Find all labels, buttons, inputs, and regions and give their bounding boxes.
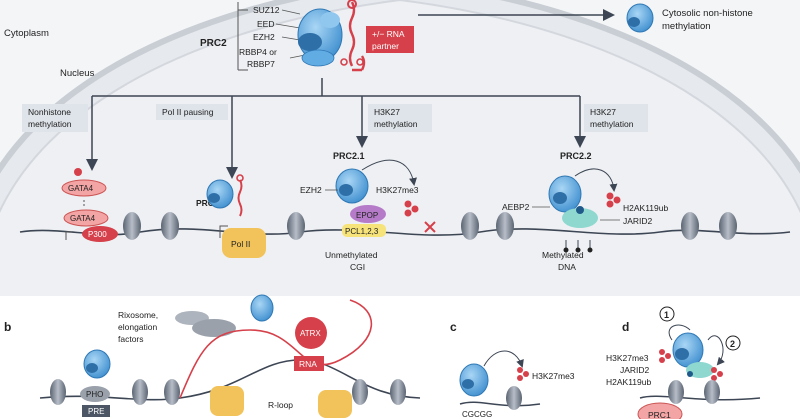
- pol2-b-left: [210, 386, 244, 416]
- nonhistone-line2: methylation: [28, 119, 72, 129]
- h3k27-box-b: [584, 104, 648, 132]
- nucleosome-c: [506, 386, 522, 410]
- gata4-top-label: GATA4: [68, 184, 94, 193]
- pho-label: PHO: [86, 390, 103, 399]
- unmethylated-line1: Unmethylated: [325, 250, 378, 260]
- nonhistone-box: [22, 104, 88, 132]
- h3k27me3-label-c: H3K27me3: [532, 371, 575, 381]
- pcl-label: PCL1,2,3: [345, 227, 379, 236]
- h3k27-a-line1: H3K27: [374, 107, 400, 117]
- subunit-rbbp7: RBBP7: [247, 59, 275, 69]
- panel-d-letter: d: [622, 320, 629, 334]
- prc2-label: PRC2: [200, 38, 227, 49]
- gata4-stack: GATA4 GATA4 P300: [61, 168, 118, 242]
- unmethylated-line2: CGI: [350, 262, 365, 272]
- pol2-pausing-label: Pol II pausing: [162, 107, 214, 117]
- methylated-line2: DNA: [558, 262, 576, 272]
- methylated-line1: Methylated: [542, 250, 584, 260]
- prc1-shape: [637, 402, 683, 419]
- atrx-label: ATRX: [300, 329, 321, 338]
- p300-label: P300: [88, 230, 107, 239]
- prc21-label: PRC2.1: [333, 151, 365, 161]
- pol2-b-right: [318, 390, 352, 418]
- jarid2-label-a: JARID2: [623, 216, 653, 226]
- cytosolic-label-line2: methylation: [662, 21, 711, 32]
- subunit-ezh2: EZH2: [253, 32, 275, 42]
- step1-circle: [659, 306, 675, 322]
- prc22-group: PRC2.2 AEBP2 H2AK119ub JARID2 Methylated…: [502, 151, 668, 272]
- nucleosome-d2: [704, 380, 720, 404]
- rna-partner-line2: partner: [372, 41, 399, 51]
- branch-tree: [86, 78, 586, 179]
- ezh2-label: EZH2: [300, 185, 322, 195]
- prc2-complex-top: PRC2 SUZ12 EED EZH2 RBBP4 or RBBP7: [200, 2, 343, 71]
- h2ak119ub-label-d: H2AK119ub: [606, 377, 651, 387]
- prc2-b-complex: [83, 294, 274, 379]
- dna-strand-c: [459, 401, 541, 407]
- step2-label: 2: [730, 339, 735, 349]
- nucleosomes-b: [50, 379, 406, 405]
- h2ak119ub-label-a: H2AK119ub: [623, 203, 668, 213]
- pre-box: [82, 405, 110, 417]
- nucleosomes-a: [123, 212, 737, 240]
- dna-strand-d: [639, 395, 761, 401]
- pol2-pausing-box: [156, 104, 228, 120]
- dna-strand-b: [39, 359, 421, 401]
- subunit-rbbp4: RBBP4 or: [239, 47, 277, 57]
- rloop-label: R-loop: [268, 400, 293, 410]
- step1-label: 1: [664, 310, 669, 320]
- jarid2-label-d: JARID2: [620, 365, 650, 375]
- h3k27-box-a: [368, 104, 432, 132]
- prc2-d-complex: [672, 332, 714, 378]
- pol2-group: PRC2 Pol II: [196, 174, 266, 258]
- cytosolic-label-line1: Cytosolic non-histone: [662, 8, 753, 19]
- rna-box: [294, 356, 324, 371]
- cytosolic-complex: [626, 3, 654, 33]
- subunit-eed: EED: [257, 19, 274, 29]
- rixosome-shapes: [175, 311, 236, 337]
- rna-partner-top: +/− RNA partner: [340, 0, 414, 72]
- prc2-c-complex: [459, 363, 489, 397]
- atrx-blob: [295, 317, 327, 349]
- nonhistone-line1: Nonhistone: [28, 107, 71, 117]
- pho-shape: [80, 386, 110, 402]
- h3k27-b-line1: H3K27: [590, 107, 616, 117]
- rixosome-line1: Rixosome,: [118, 310, 158, 320]
- rna-partner-line1: +/− RNA: [372, 29, 405, 39]
- h3k27me3-label-a: H3K27me3: [376, 185, 419, 195]
- pol2-label: Pol II: [231, 239, 250, 249]
- gata4-bottom-label: GATA4: [70, 214, 96, 223]
- subunit-suz12: SUZ12: [253, 5, 280, 15]
- pre-label: PRE: [88, 407, 104, 416]
- cgcgg-label: CGCGG: [462, 410, 492, 419]
- prc21-group: PRC2.1 EZH2 EPOP PCL1,2,3 H3K27me3 Unmet…: [300, 151, 436, 272]
- panel-b-letter: b: [4, 320, 11, 334]
- prc22-label: PRC2.2: [560, 151, 592, 161]
- panel-c-letter: c: [450, 320, 457, 334]
- epop-label: EPOP: [356, 211, 378, 220]
- prc2-pol2-label: PRC2: [196, 198, 219, 208]
- rna-label: RNA: [299, 359, 317, 369]
- h3k27-a-line2: methylation: [374, 119, 418, 129]
- nucleus-label: Nucleus: [60, 68, 95, 79]
- aebp2-label: AEBP2: [502, 202, 530, 212]
- h3k27me3-label-d: H3K27me3: [606, 353, 649, 363]
- prc1-label: PRC1: [648, 410, 671, 419]
- nucleosome-d1: [668, 380, 684, 404]
- rna-loop-b: [179, 299, 373, 399]
- rixosome-line2: elongation: [118, 322, 158, 332]
- h3k27-b-line2: methylation: [590, 119, 634, 129]
- step2-circle: [725, 335, 741, 351]
- cytoplasm-label: Cytoplasm: [4, 28, 49, 39]
- rixosome-line3: factors: [118, 334, 144, 344]
